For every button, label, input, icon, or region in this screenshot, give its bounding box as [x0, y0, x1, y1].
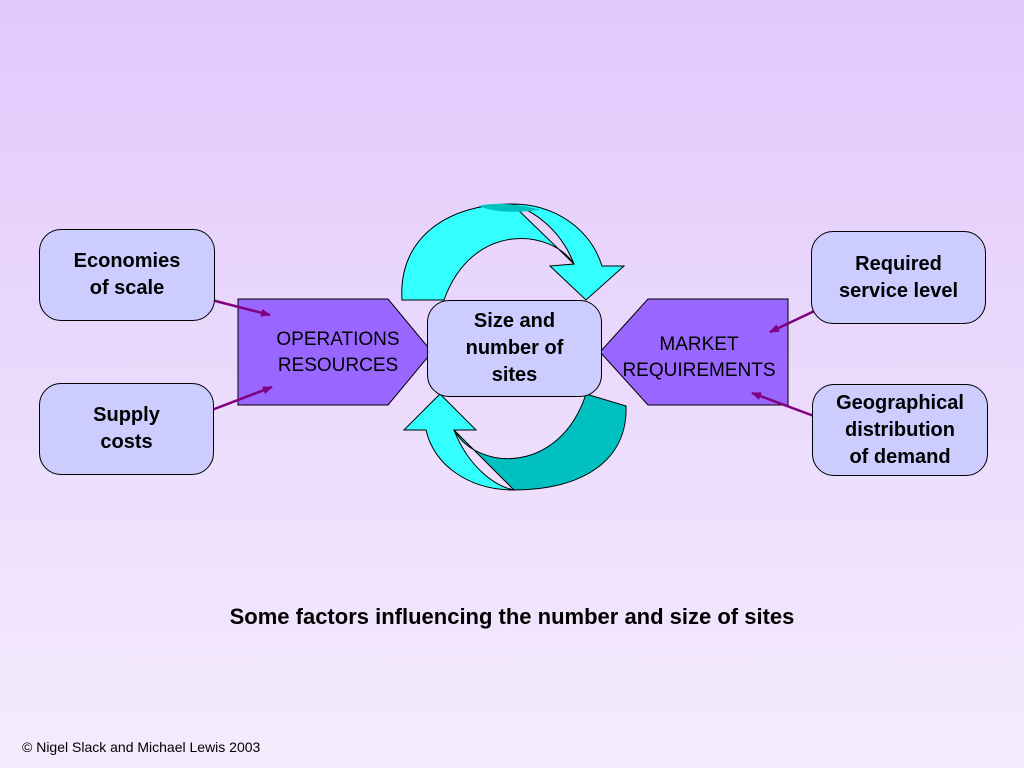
market-requirements-label: MARKET REQUIREMENTS — [622, 334, 776, 381]
economies-of-scale-box: Economies of scale — [39, 229, 215, 321]
copyright-notice: © Nigel Slack and Michael Lewis 2003 — [22, 739, 261, 755]
bottom-curved-arrow — [402, 393, 627, 491]
operations-resources-label: OPERATIONS RESOURCES — [276, 329, 400, 376]
market-requirements-arrow — [599, 298, 789, 406]
diagram-caption: Some factors influencing the number and … — [229, 604, 795, 629]
supply-costs-box: Supply costs — [39, 383, 214, 475]
size-and-number-box: Size and number of sites — [427, 300, 602, 397]
required-service-level-box: Required service level — [811, 231, 986, 324]
geographical-distribution-box: Geographical distribution of demand — [812, 384, 988, 476]
top-curved-arrow — [401, 203, 626, 301]
operations-resources-arrow — [237, 298, 433, 406]
